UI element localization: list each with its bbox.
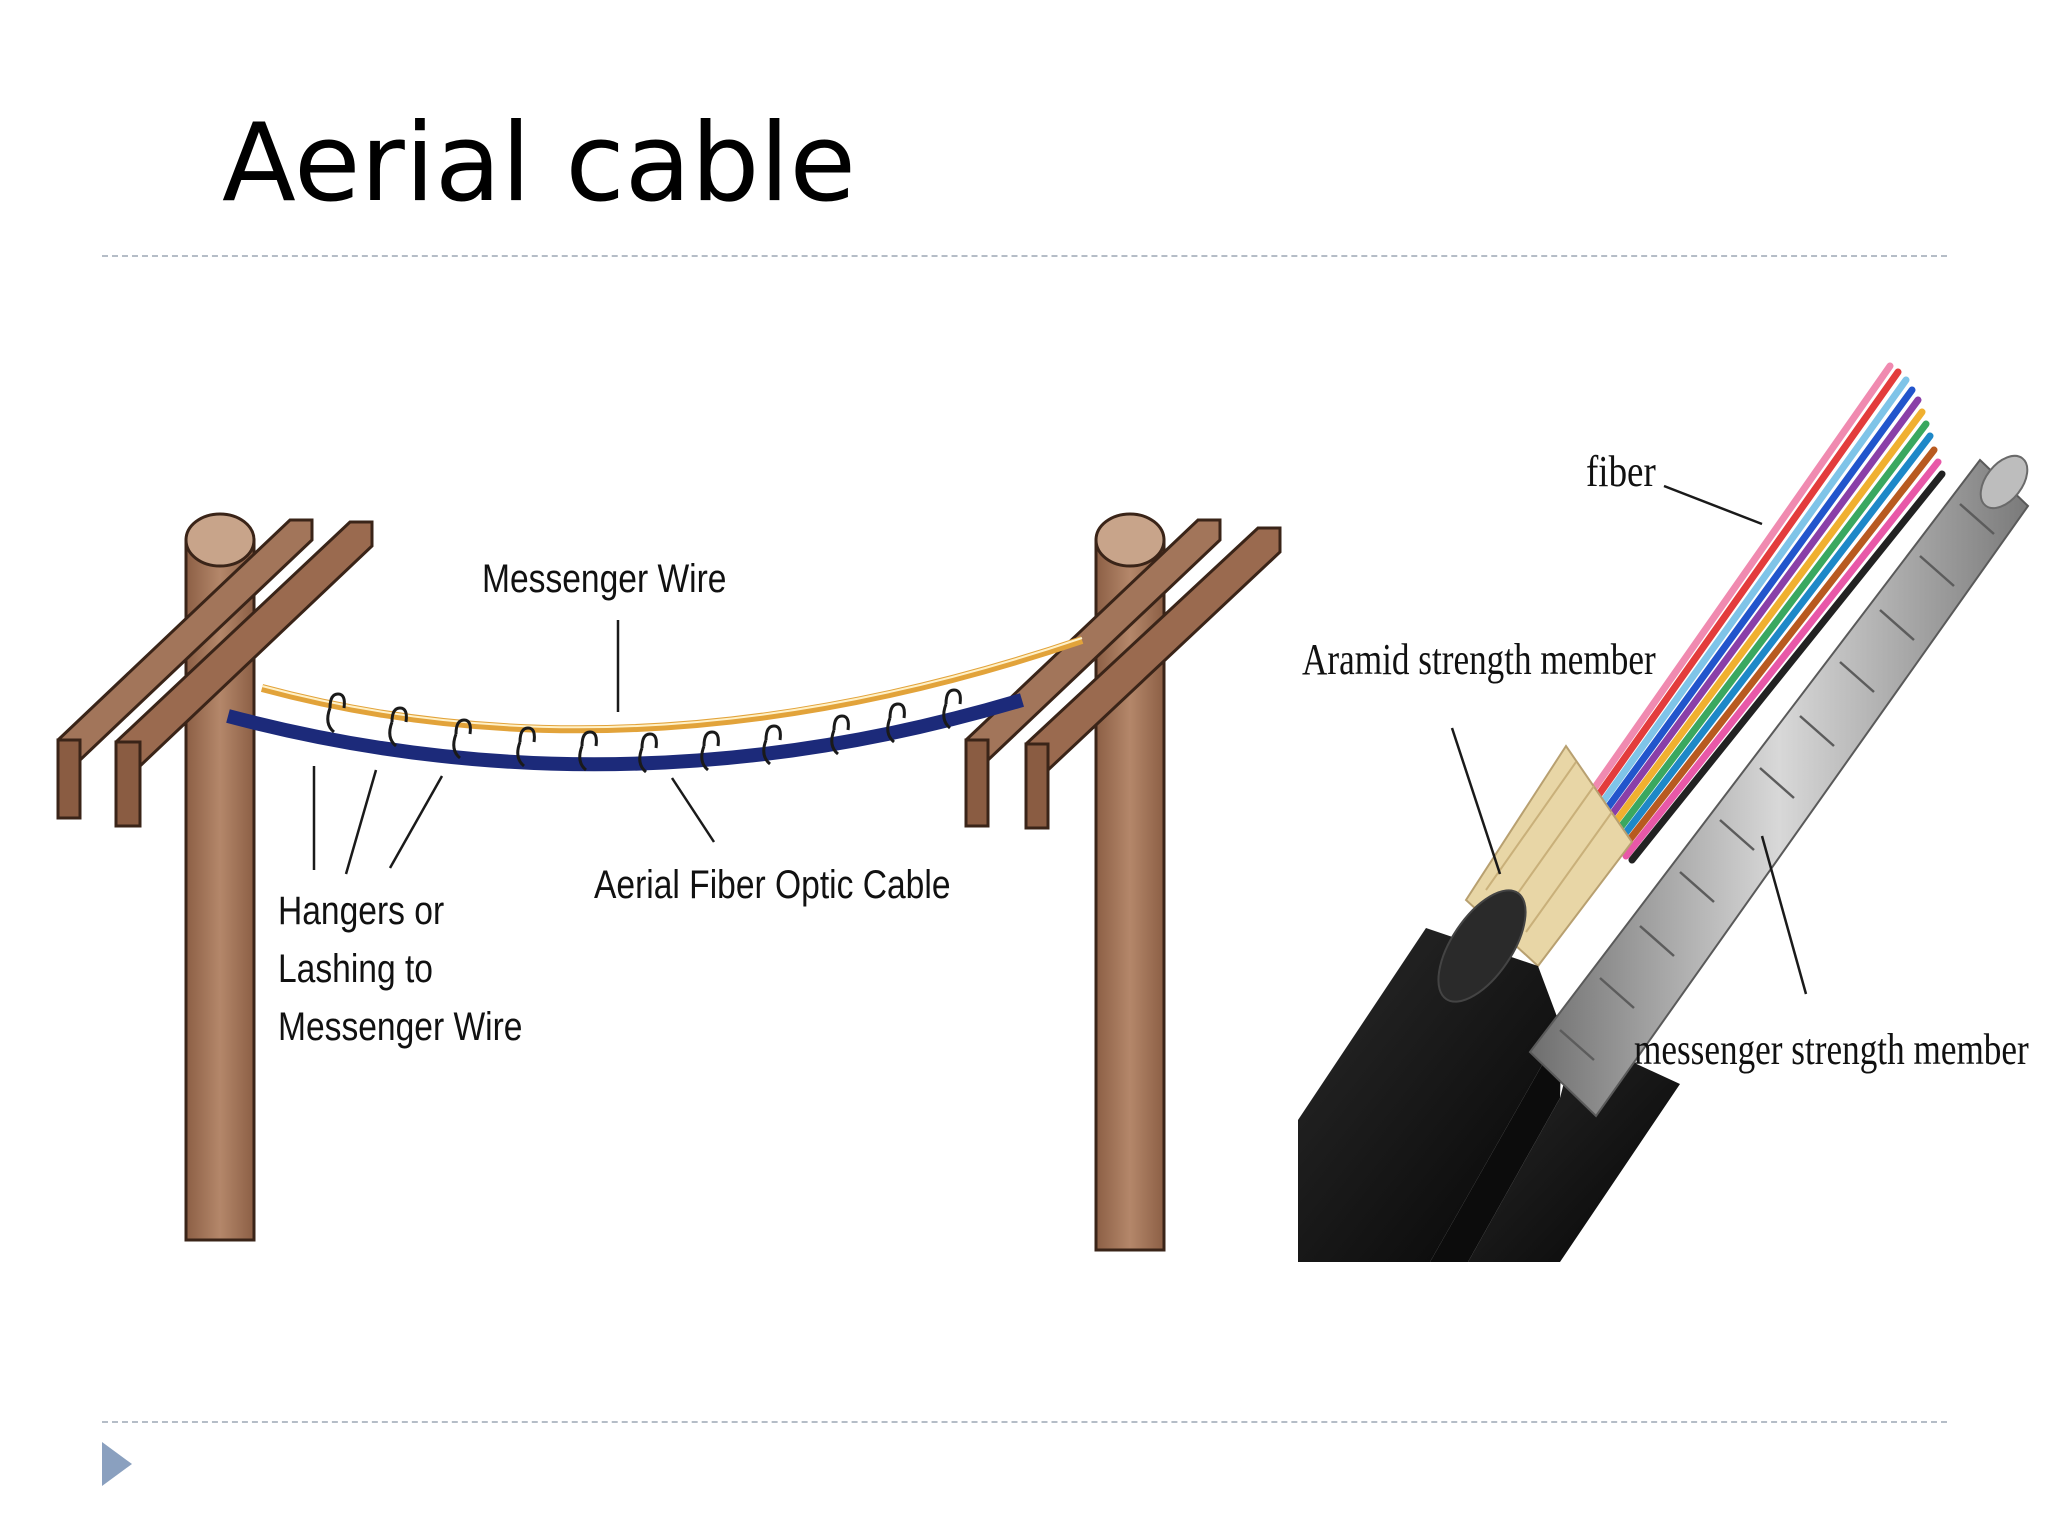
hanger (578, 730, 598, 772)
hanger (700, 730, 720, 772)
hanger (886, 702, 906, 744)
right-leader-lines (1450, 484, 1808, 995)
right-crossarm-back-face (964, 738, 990, 828)
top-divider (102, 255, 1947, 257)
right-pole-top (1094, 512, 1166, 568)
hangers-label-line2: Lashing to (278, 946, 433, 990)
bottom-divider (102, 1421, 1947, 1423)
fiber-unit-jacket-end (1437, 889, 1527, 1003)
right-crossarm-back (964, 518, 1222, 828)
hangers-label-line3: Messenger Wire (278, 1004, 523, 1048)
fiber-bundle (1568, 362, 1946, 864)
messenger-wire (260, 636, 1084, 734)
slide-title: Aerial cable (222, 101, 856, 226)
aramid-strength-member-label: Aramid strength member (1302, 634, 1656, 684)
cable-cross-section (1298, 362, 2030, 1262)
aramid-strands (1485, 761, 1613, 933)
messenger-strength-member-label: messenger strength member (1634, 1024, 2029, 1074)
fiber-label: fiber (1586, 447, 1656, 496)
messenger-wire-label: Messenger Wire (482, 556, 727, 600)
hanger (326, 692, 346, 734)
steel-messenger-end (1979, 454, 2029, 510)
aerial-cable-illustration: Messenger Wire Aerial Fiber Optic Cable … (56, 362, 2030, 1262)
aerial-fiber-optic-cable-label: Aerial Fiber Optic Cable (594, 862, 951, 906)
aerial-fiber-optic-cable (226, 693, 1025, 772)
hanger (762, 724, 782, 766)
hanger (830, 714, 850, 756)
left-pole (56, 512, 374, 1242)
hanger (388, 706, 408, 748)
messenger-wire-highlight (261, 637, 1083, 729)
hanger (516, 726, 536, 768)
hanger (638, 732, 658, 774)
hangers (326, 688, 962, 774)
jacket-web (1430, 1030, 1562, 1262)
left-pole-top (184, 512, 256, 568)
steel-messenger (1528, 458, 2030, 1118)
hanger (452, 718, 472, 760)
left-leader-lines (312, 620, 716, 875)
left-crossarm-back-face (56, 738, 82, 820)
left-crossarm-face (114, 740, 142, 828)
steel-strands (1559, 503, 1995, 1061)
right-pole (964, 512, 1282, 1252)
hanger (942, 688, 962, 730)
slide-bullet-arrow-icon (102, 1442, 132, 1486)
right-crossarm-face (1024, 742, 1050, 830)
fiber-unit-jacket (1298, 928, 1562, 1262)
messenger-jacket (1468, 1036, 1680, 1262)
hangers-label-line1: Hangers or (278, 888, 444, 932)
